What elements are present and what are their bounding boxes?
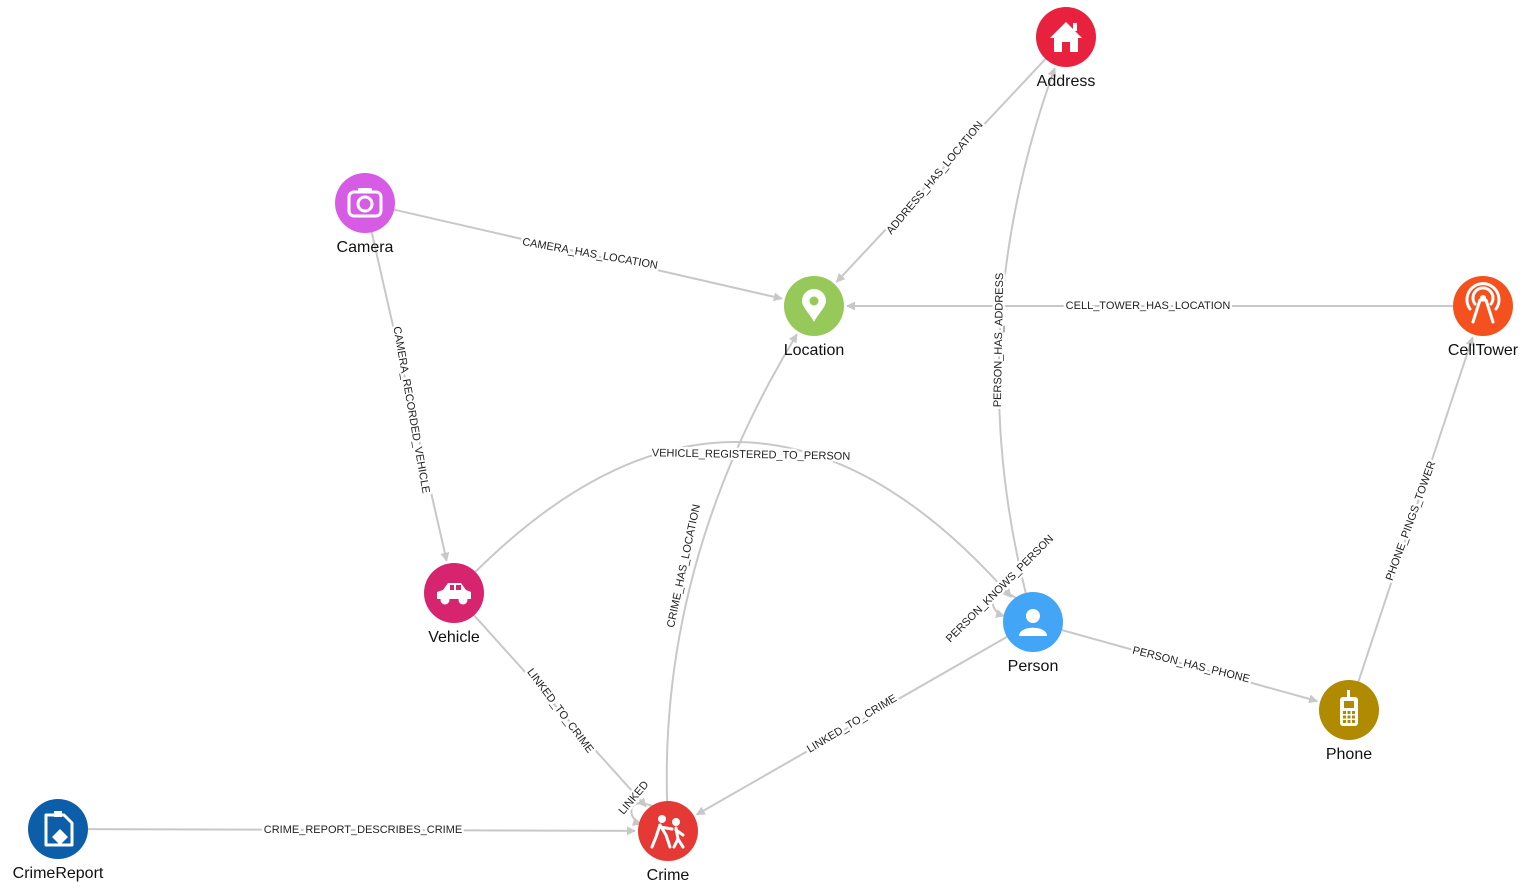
node-celltower[interactable]: CellTower	[1448, 276, 1519, 359]
crime-figures-icon	[650, 815, 685, 849]
node-circle-crimereport[interactable]	[28, 799, 88, 859]
node-label-crime: Crime	[647, 867, 690, 884]
edge-label-e12: LINKED_TO_CRIME	[805, 692, 899, 755]
edge-e1[interactable]	[835, 58, 1047, 283]
node-location[interactable]: Location	[784, 276, 845, 359]
node-label-person: Person	[1008, 658, 1059, 675]
edge-e10[interactable]	[1357, 336, 1475, 682]
edge-e9[interactable]	[1061, 629, 1319, 704]
edge-label-e5: VEHICLE_REGISTERED_TO_PERSON	[652, 447, 851, 462]
edge-label-e1: ADDRESS_HAS_LOCATION	[884, 119, 985, 237]
node-phone[interactable]: Phone	[1319, 680, 1379, 763]
edge-label-e3: CELL_TOWER_HAS_LOCATION	[1066, 300, 1231, 312]
edge-label-e11: LINKED_TO_CRIME	[524, 666, 595, 755]
edge-label-e10: PHONE_PINGS_TOWER	[1384, 460, 1439, 583]
edge-label-e4: CAMERA_RECORDED_VEHICLE	[390, 326, 431, 495]
edge-e11[interactable]	[473, 614, 647, 808]
node-person[interactable]: Person	[1003, 592, 1063, 675]
edge-e8[interactable]	[991, 591, 1017, 618]
node-label-phone: Phone	[1326, 746, 1372, 763]
edge-label-e7: PERSON_HAS_ADDRESS	[992, 273, 1006, 408]
home-icon	[1050, 22, 1082, 52]
edge-e4[interactable]	[370, 232, 450, 562]
edge-e12[interactable]	[695, 636, 1008, 816]
node-address[interactable]: Address	[1036, 7, 1096, 90]
edge-e7[interactable]	[997, 67, 1057, 594]
mobile-phone-icon	[1340, 690, 1358, 726]
edge-label-e9: PERSON_HAS_PHONE	[1131, 645, 1251, 686]
node-camera[interactable]: Camera	[335, 173, 395, 256]
node-circle-crime[interactable]	[638, 801, 698, 861]
report-document-icon	[44, 811, 74, 847]
cell-tower-icon	[1465, 282, 1501, 324]
camera-icon	[347, 188, 383, 218]
node-crimereport[interactable]: CrimeReport	[13, 799, 104, 882]
node-label-camera: Camera	[337, 239, 394, 256]
node-label-celltower: CellTower	[1448, 342, 1519, 359]
node-label-vehicle: Vehicle	[428, 629, 480, 646]
node-label-address: Address	[1037, 73, 1096, 90]
edges-layer	[87, 58, 1475, 836]
node-label-location: Location	[784, 342, 845, 359]
edge-e13[interactable]	[630, 802, 653, 826]
node-vehicle[interactable]: Vehicle	[424, 563, 484, 646]
edge-e14[interactable]	[87, 826, 636, 836]
map-pin-icon	[802, 289, 826, 322]
edge-e6[interactable]	[665, 333, 798, 802]
edge-label-e14: CRIME_REPORT_DESCRIBES_CRIME	[264, 824, 462, 836]
node-circle-camera[interactable]	[335, 173, 395, 233]
node-crime[interactable]: Crime	[638, 801, 698, 884]
edge-labels-layer: ADDRESS_HAS_LOCATION CAMERA_HAS_LOCATION C…	[261, 117, 1440, 839]
car-icon	[437, 583, 471, 605]
edge-e5[interactable]	[474, 441, 1012, 598]
edge-label-e2: CAMERA_HAS_LOCATION	[521, 236, 658, 272]
node-label-crimereport: CrimeReport	[13, 865, 104, 882]
person-icon	[1019, 609, 1047, 636]
edge-e2[interactable]	[394, 208, 783, 302]
